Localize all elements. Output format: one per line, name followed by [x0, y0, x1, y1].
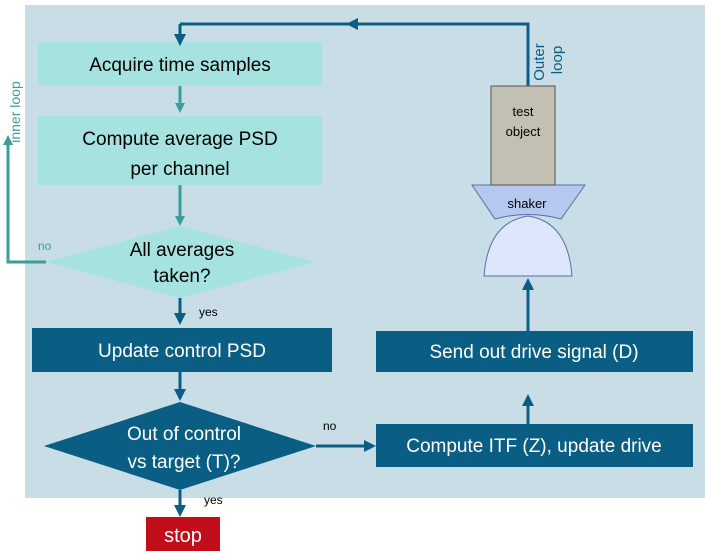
send-drive-box [376, 331, 693, 372]
shaker-icon [471, 184, 586, 277]
compute-itf-box [376, 424, 693, 467]
averages-decision-label-line1: All averages [130, 240, 235, 261]
update-psd-label: Update control PSD [98, 341, 266, 362]
test-object-label-line1: test [513, 104, 534, 119]
control-decision-diamond [44, 402, 316, 490]
acquire-samples-box [38, 42, 322, 86]
compute-psd-box [38, 116, 322, 185]
outer-loop-label-line1: Outer [531, 43, 548, 81]
averages-decision-label-line2: taken? [153, 266, 210, 287]
compute-itf-label: Compute ITF (Z), update drive [406, 436, 662, 457]
test-object-label-line2: object [506, 124, 541, 139]
compute-psd-label-line1: Compute average PSD [82, 129, 277, 150]
inner-loop-label: inner loop [7, 81, 23, 143]
control-decision-label-line2: vs target (T)? [128, 452, 241, 473]
shaker-label: shaker [507, 196, 547, 211]
acquire-samples-label: Acquire time samples [89, 55, 271, 76]
control-decision-label-line1: Out of control [127, 424, 241, 445]
averages-decision-diamond [46, 226, 316, 298]
no-control-label: no [323, 419, 337, 433]
inner-loop-return-line [3, 135, 46, 264]
update-psd-box [32, 328, 332, 372]
test-object-box [490, 85, 556, 186]
send-drive-label: Send out drive signal (D) [429, 342, 638, 363]
compute-psd-label-line2: per channel [130, 159, 229, 180]
inner-no-label: no [38, 239, 52, 253]
yes-control-label: yes [204, 493, 223, 507]
stop-box [146, 517, 220, 551]
stop-label: stop [164, 525, 202, 547]
yes-averages-label: yes [199, 305, 218, 319]
outer-loop-return-line [346, 18, 530, 86]
outer-loop-label-line2: loop [549, 46, 566, 74]
